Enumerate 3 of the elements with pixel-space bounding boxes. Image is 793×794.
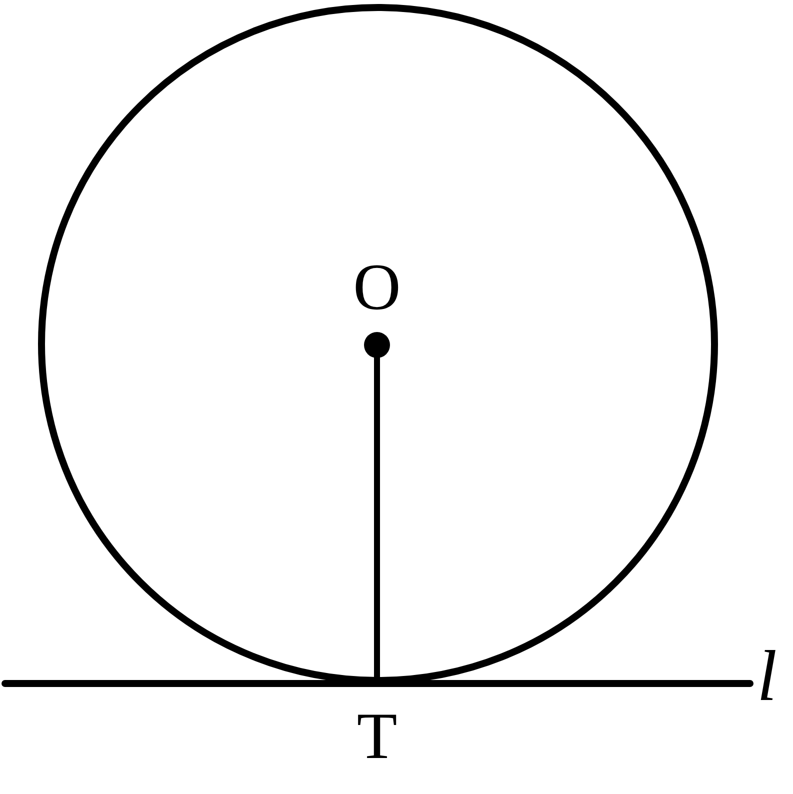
point-label: O: [353, 258, 401, 318]
point-label: T: [356, 707, 398, 767]
line-label: l: [757, 640, 778, 712]
